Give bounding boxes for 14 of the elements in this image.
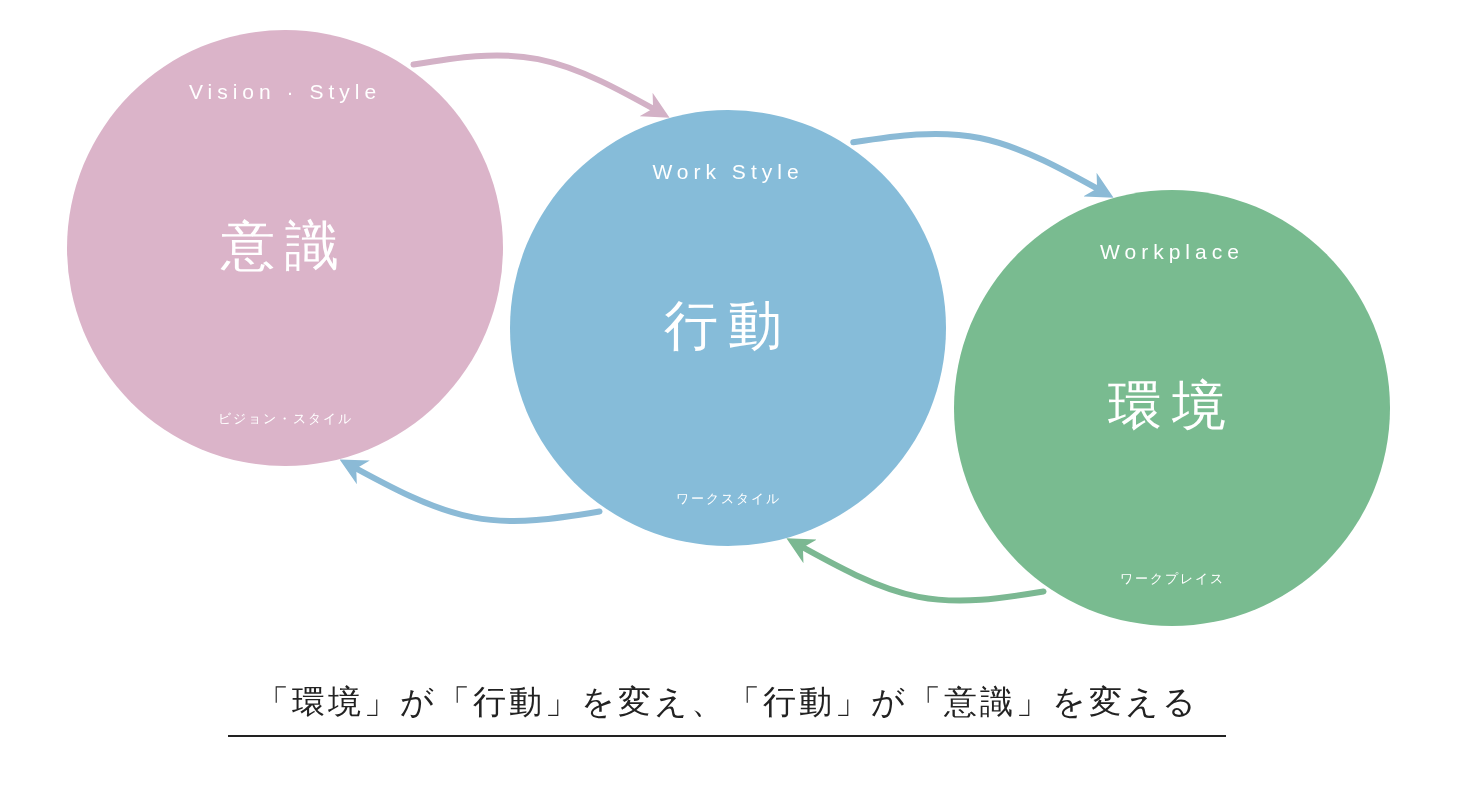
circle-subtitle: ビジョン・スタイル [217,410,353,428]
circle-title: 環境 [1108,373,1236,439]
curved-arrow [410,52,670,118]
curved-arrow [786,538,1047,604]
curved-arrow [339,459,603,524]
circle-title: 行動 [664,293,792,359]
circle-heading: Vision · Style [188,80,382,104]
circle-heading: Workplace [1100,240,1244,264]
circle-heading: Work Style [652,160,804,184]
circle-title: 意識 [221,213,349,279]
circle-subtitle: ワークスタイル [675,490,781,508]
curved-arrow [850,130,1114,198]
circle-subtitle: ワークプレイス [1119,570,1225,588]
caption: 「環境」が「行動」を変え、「行動」が「意識」を変える [228,680,1226,737]
